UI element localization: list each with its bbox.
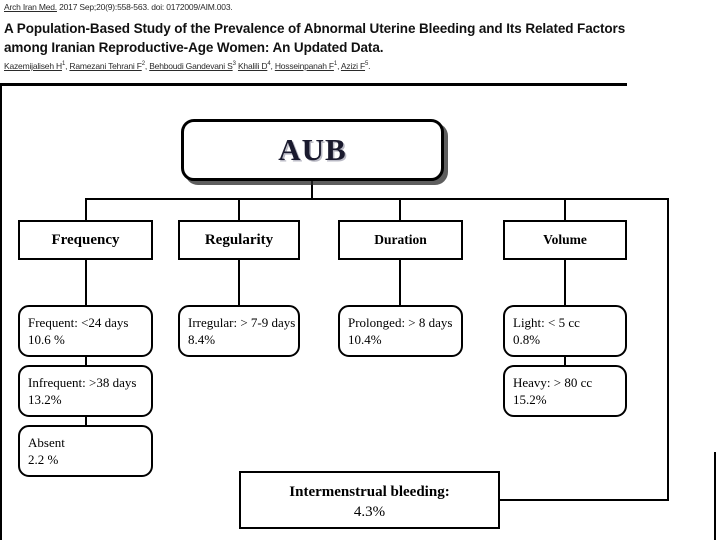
author-affiliation: 1 [333, 61, 338, 68]
connector-volume-to-leaf [564, 260, 566, 305]
author-name: Khalili D [237, 61, 268, 71]
node-category-label: Volume [543, 232, 587, 247]
connector-duration-to-leaf [399, 260, 401, 305]
connector-frequency-to-leaf [85, 260, 87, 305]
leaf-value-text: 13.2% [28, 392, 62, 407]
connector-right-to-intermenstrual [500, 499, 669, 501]
slide-border-top [0, 83, 627, 86]
node-leaf-light[interactable]: Light: < 5 cc 0.8% [503, 305, 627, 357]
author-name: Behboudi Gandevani S [149, 61, 233, 71]
citation-details: 2017 Sep;20(9):558-563. doi: 0172009/AIM… [56, 2, 233, 12]
publication-header: Arch Iran Med. 2017 Sep;20(9):558-563. d… [0, 0, 720, 83]
author-separator: , [144, 61, 150, 71]
node-leaf-absent[interactable]: Absent 2.2 % [18, 425, 153, 477]
node-category-regularity[interactable]: Regularity [178, 220, 300, 260]
author-list: Kazemijaliseh H1, Ramezani Tehrani F2, B… [4, 61, 371, 71]
connector-infrequent-to-absent [85, 417, 87, 425]
node-category-volume[interactable]: Volume [503, 220, 627, 260]
author-separator: . [368, 61, 371, 71]
article-title: A Population-Based Study of the Prevalen… [4, 21, 626, 55]
node-aub-root[interactable]: AUB [181, 119, 444, 181]
connector-light-to-heavy [564, 357, 566, 365]
author-affiliation: 3 [232, 61, 236, 68]
author-item[interactable]: Azizi F5 [341, 61, 368, 71]
author-item[interactable]: Behboudi Gandevani S3 [149, 61, 236, 71]
intermenstrual-value: 4.3% [353, 504, 386, 520]
node-intermenstrual-bleeding[interactable]: Intermenstrual bleeding: 4.3% [239, 471, 500, 529]
connector-bus-right-elbow [667, 198, 669, 501]
node-leaf-frequent[interactable]: Frequent: <24 days 10.6 % [18, 305, 153, 357]
author-name: Kazemijaliseh H [4, 61, 62, 71]
connector-bus-to-duration [399, 198, 401, 220]
author-name: Ramezani Tehrani F [69, 61, 142, 71]
connector-bus-to-volume [564, 198, 566, 220]
author-name: Hosseinpanah F [274, 61, 334, 71]
author-item[interactable]: Ramezani Tehrani F2 [69, 61, 145, 71]
author-item[interactable]: Khalili D4 [238, 61, 271, 71]
slide-border-right [714, 452, 716, 540]
node-leaf-irregular[interactable]: Irregular: > 7-9 days 8.4% [178, 305, 300, 357]
leaf-value-text: 10.6 % [28, 332, 65, 347]
author-name: Azizi F [340, 61, 366, 71]
leaf-value-text: 10.4% [348, 332, 382, 347]
leaf-primary-text: Heavy: > 80 cc [513, 375, 593, 390]
citation-journal: Arch Iran Med. [4, 2, 57, 12]
author-affiliation: 1 [61, 61, 66, 68]
node-category-label: Frequency [51, 231, 120, 248]
leaf-primary-text: Irregular: > 7-9 days [188, 315, 296, 330]
node-leaf-infrequent[interactable]: Infrequent: >38 days 13.2% [18, 365, 153, 417]
connector-bus-horizontal [85, 198, 669, 200]
leaf-primary-text: Prolonged: > 8 days [348, 315, 453, 330]
connector-root-stem [311, 181, 313, 199]
leaf-primary-text: Frequent: <24 days [28, 315, 129, 330]
leaf-value-text: 0.8% [513, 332, 541, 347]
connector-bus-to-frequency [85, 198, 87, 220]
leaf-value-text: 2.2 % [28, 452, 59, 467]
node-category-frequency[interactable]: Frequency [18, 220, 153, 260]
author-separator: , [65, 61, 70, 71]
author-separator: , [337, 61, 341, 71]
slide-border-left [0, 83, 2, 540]
node-leaf-heavy[interactable]: Heavy: > 80 cc 15.2% [503, 365, 627, 417]
leaf-primary-text: Infrequent: >38 days [28, 375, 137, 390]
leaf-primary-text: Light: < 5 cc [513, 315, 580, 330]
leaf-primary-text: Absent [28, 435, 65, 450]
node-category-duration[interactable]: Duration [338, 220, 463, 260]
author-affiliation: 5 [365, 61, 369, 68]
author-affiliation: 4 [267, 61, 271, 68]
node-leaf-prolonged[interactable]: Prolonged: > 8 days 10.4% [338, 305, 463, 357]
connector-bus-to-regularity [238, 198, 240, 220]
node-category-label: Regularity [204, 231, 274, 248]
leaf-value-text: 15.2% [513, 392, 547, 407]
connector-frequent-to-infrequent [85, 357, 87, 365]
node-category-label: Duration [374, 232, 427, 247]
node-aub-label: AUB [278, 132, 347, 167]
intermenstrual-label: Intermenstrual bleeding: [289, 484, 450, 500]
leaf-value-text: 8.4% [188, 332, 216, 347]
author-affiliation: 2 [141, 61, 145, 68]
author-item[interactable]: Hosseinpanah F1 [275, 61, 337, 71]
citation-line: Arch Iran Med. 2017 Sep;20(9):558-563. d… [4, 2, 233, 12]
author-separator: , [270, 61, 275, 71]
author-item[interactable]: Kazemijaliseh H1 [4, 61, 65, 71]
connector-regularity-to-leaf [238, 260, 240, 305]
